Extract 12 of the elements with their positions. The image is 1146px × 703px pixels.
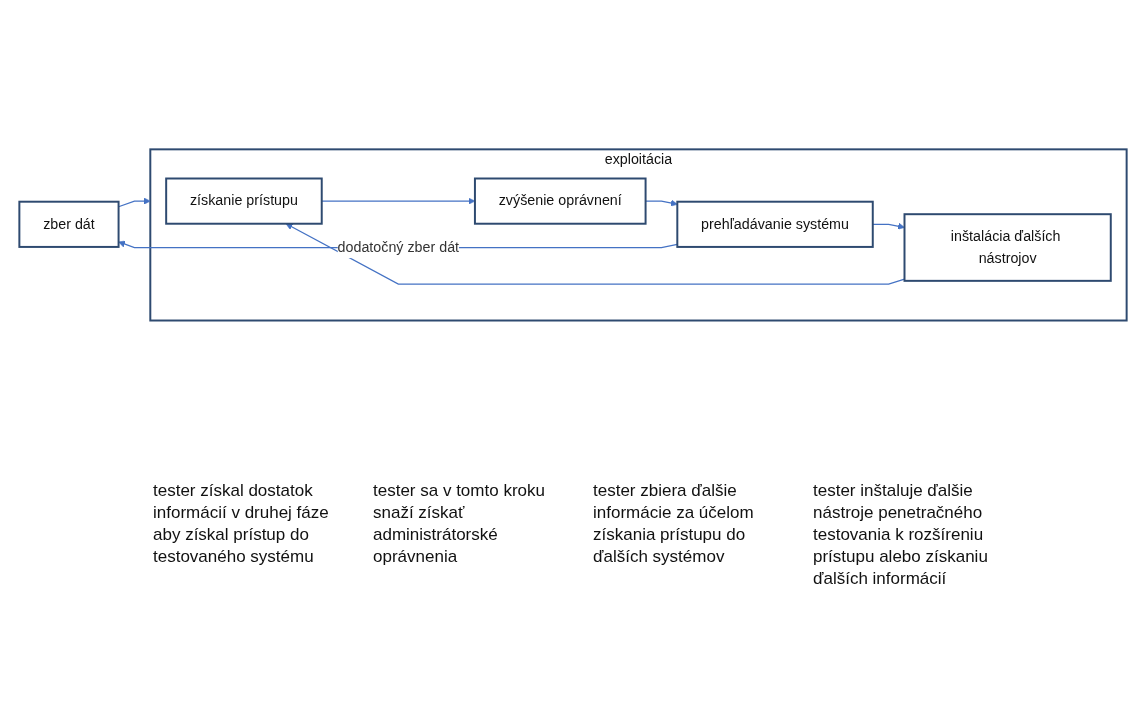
node-box: získanie prístupu: [165, 177, 323, 225]
edge-label: dodatočný zber dát: [337, 239, 460, 256]
node-box: zvýšenie oprávnení: [473, 177, 647, 225]
node-box: prehľadávanie systému: [676, 200, 874, 248]
arrow: [872, 222, 905, 230]
note-text: tester sa v tomto kroku snaží získať administrátorské oprávnenia: [373, 480, 546, 569]
note-text: tester inštaluje ďalšie nástroje penetračného testovania k rozšíreniu prístupu alebo získaniu ďalších informácií: [813, 480, 989, 591]
note-text: tester zbiera ďalšie informácie za účelom získania prístupu do ďalších systémov: [593, 480, 755, 569]
node-box: inštalácia ďalších nástrojov: [903, 213, 1112, 282]
note-text: tester získal dostatok informácií v druhej fáze aby získal prístup do testovaného systému: [153, 480, 330, 569]
arrow: [285, 223, 906, 285]
node-box: zber dát: [18, 200, 120, 248]
